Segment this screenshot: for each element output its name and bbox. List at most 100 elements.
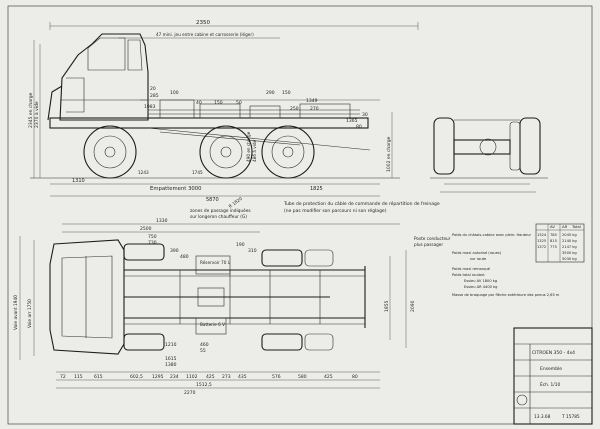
svg-text:T 15785: T 15785	[561, 414, 580, 420]
svg-text:30: 30	[362, 112, 368, 118]
svg-text:2270: 2270	[184, 390, 196, 396]
svg-text:576: 576	[272, 374, 281, 380]
svg-text:490 en charge: 490 en charge	[246, 131, 251, 162]
svg-text:1615: 1615	[165, 356, 177, 362]
plan-cab	[49, 239, 125, 355]
svg-text:273: 273	[222, 374, 231, 380]
svg-text:3500 kg: 3500 kg	[562, 251, 577, 255]
svg-text:1365: 1365	[346, 118, 358, 124]
svg-text:zones de passage indiquées: zones de passage indiquées	[190, 207, 251, 214]
svg-text:Empattement 3000: Empattement 3000	[150, 186, 202, 192]
svg-text:615: 615	[94, 374, 103, 380]
svg-text:5030 kg: 5030 kg	[562, 257, 577, 261]
svg-text:1745: 1745	[192, 170, 203, 175]
rear-wheel-1	[199, 125, 253, 179]
svg-text:1295: 1295	[152, 374, 164, 380]
svg-text:2140 kg: 2140 kg	[562, 239, 577, 243]
front-grille	[47, 85, 63, 121]
rear-wheel-2	[261, 125, 315, 179]
plan-front-wheel-top	[123, 243, 165, 261]
cab-body	[59, 33, 149, 121]
plan-rear-wheel-top	[261, 249, 303, 267]
svg-text:Ensemble: Ensemble	[540, 366, 562, 372]
svg-text:1324: 1324	[537, 233, 547, 237]
svg-text:486 à vide: 486 à vide	[252, 139, 257, 162]
svg-text:234: 234	[170, 374, 179, 380]
svg-text:580: 580	[298, 374, 307, 380]
svg-text:425: 425	[324, 374, 333, 380]
svg-text:480: 480	[180, 254, 189, 260]
svg-text:1983: 1983	[144, 104, 156, 110]
svg-text:2090: 2090	[410, 300, 416, 312]
svg-text:sur longeron chauffeur (G): sur longeron chauffeur (G)	[190, 214, 247, 220]
svg-text:plus passager: plus passager	[414, 242, 443, 247]
svg-text:285: 285	[150, 93, 159, 99]
svg-text:Poids maxi autorisé (roues): Poids maxi autorisé (roues)	[452, 251, 502, 255]
cab-clearance-note: 47 mini. jeu entre cabine et carrosserie…	[156, 32, 254, 37]
weights-panel: Poste conducteur plus passager AV AR Tot…	[414, 223, 585, 297]
svg-text:Poste conducteur: Poste conducteur	[414, 236, 451, 241]
svg-text:1372: 1372	[537, 245, 546, 249]
svg-text:1325: 1325	[537, 239, 546, 243]
svg-text:Voie arr 1750: Voie arr 1750	[27, 299, 33, 328]
svg-text:40: 40	[196, 100, 202, 106]
svg-text:Poids du châssis-cabine avec p: Poids du châssis-cabine avec plein: Haut…	[452, 233, 532, 237]
svg-text:Voie avant 1940: Voie avant 1940	[13, 295, 19, 330]
svg-text:1330: 1330	[156, 218, 168, 224]
svg-text:750: 750	[148, 234, 157, 240]
svg-text:sur route: sur route	[470, 257, 487, 261]
svg-text:5870: 5870	[206, 197, 219, 203]
svg-text:2147 kg: 2147 kg	[562, 245, 577, 249]
svg-text:2345 en charge: 2345 en charge	[28, 92, 34, 128]
svg-text:100: 100	[170, 90, 179, 96]
end-wheel-left	[433, 117, 455, 175]
svg-text:2370 à vide: 2370 à vide	[33, 101, 40, 128]
svg-text:290: 290	[266, 90, 275, 96]
svg-text:390: 390	[170, 248, 179, 254]
cab-window	[87, 37, 126, 71]
svg-text:AV: AV	[550, 224, 555, 229]
svg-text:730: 730	[148, 240, 157, 246]
svg-text:1855: 1855	[384, 300, 390, 312]
svg-text:2045 kg: 2045 kg	[562, 233, 577, 237]
svg-text:20: 20	[150, 86, 156, 92]
end-view	[430, 117, 548, 193]
svg-text:425: 425	[206, 374, 215, 380]
notes: Tube de protection du câble de commande …	[190, 196, 440, 220]
side-view: 2350 47 mini. jeu entre cabine et carros…	[28, 20, 419, 203]
svg-text:AR: AR	[562, 224, 568, 229]
svg-text:Poids maxi remorqué: Poids maxi remorqué	[452, 267, 491, 271]
svg-text:Tube de protection du câble de: Tube de protection du câble de commande …	[283, 200, 440, 207]
svg-text:815: 815	[550, 239, 557, 243]
end-wheel-right	[519, 117, 541, 175]
title-block: CITROEN 350 - 4x4 Ensemble Éch. 1/10 13.…	[513, 327, 593, 425]
front-wheel	[83, 125, 137, 179]
company-logo	[516, 394, 528, 406]
svg-text:1825: 1825	[310, 186, 323, 192]
svg-text:50: 50	[236, 100, 242, 106]
svg-text:115: 115	[74, 374, 83, 380]
svg-text:1380: 1380	[165, 362, 177, 368]
svg-text:Essieu AR 4400 kg: Essieu AR 4400 kg	[464, 285, 497, 289]
svg-text:1310: 1310	[72, 178, 85, 184]
svg-text:435: 435	[238, 374, 247, 380]
svg-text:13.3.68: 13.3.68	[534, 414, 551, 420]
svg-text:1512,5: 1512,5	[196, 382, 212, 388]
svg-text:270: 270	[310, 106, 319, 112]
svg-text:150: 150	[214, 100, 223, 106]
svg-text:Essieu AV 1800 kg: Essieu AV 1800 kg	[464, 279, 497, 283]
end-axle	[453, 139, 511, 155]
svg-text:80: 80	[356, 124, 362, 130]
svg-text:Total: Total	[571, 224, 581, 229]
svg-text:150: 150	[282, 90, 291, 96]
battery	[195, 317, 227, 335]
svg-text:780: 780	[550, 233, 558, 237]
plan-rear-wheel-bottom	[261, 333, 303, 351]
sheet-border	[7, 5, 593, 425]
svg-text:2500: 2500	[140, 226, 152, 232]
svg-text:250: 250	[290, 106, 299, 112]
plan-front-wheel-bottom	[123, 333, 165, 351]
fuel-tank	[195, 255, 231, 275]
